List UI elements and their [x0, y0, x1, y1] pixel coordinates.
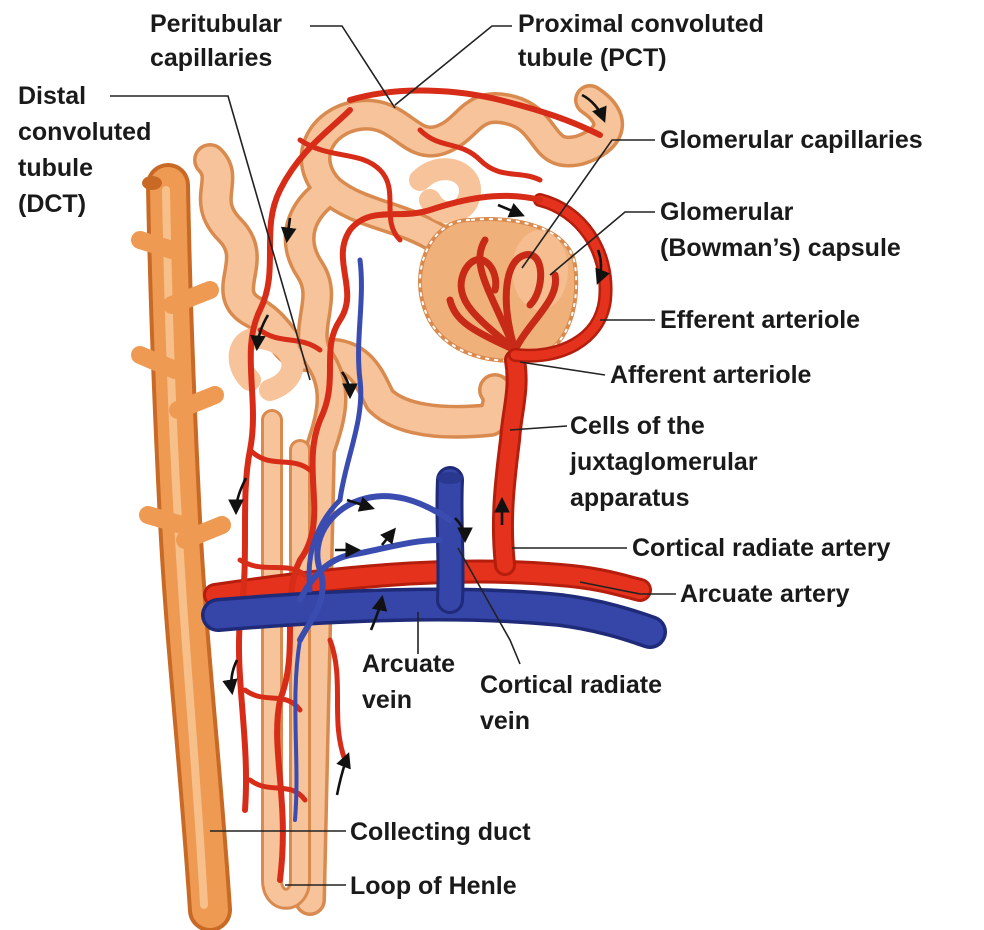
label-cortical-radiate-artery: Cortical radiate artery	[632, 534, 891, 562]
collecting-duct	[140, 176, 222, 910]
label-efferent-arteriole: Efferent arteriole	[660, 306, 860, 334]
label-distal-convoluted-tubule: Distal convoluted tubule (DCT)	[18, 82, 158, 218]
label-arcuate-artery: Arcuate artery	[680, 580, 850, 608]
labels: Peritubular capillaries Proximal convolu…	[18, 10, 923, 900]
label-afferent-arteriole: Afferent arteriole	[610, 361, 812, 389]
label-collecting-duct: Collecting duct	[350, 818, 531, 846]
label-cortical-radiate-vein: Cortical radiate vein	[480, 671, 669, 735]
label-peritubular-capillaries: Peritubular capillaries	[150, 10, 289, 72]
label-arcuate-vein: Arcuate vein	[362, 650, 462, 714]
label-juxtaglomerular-cells: Cells of the juxtaglomerular apparatus	[569, 412, 765, 512]
label-glomerular-capsule: Glomerular (Bowman’s) capsule	[660, 198, 901, 262]
label-proximal-convoluted-tubule: Proximal convoluted tubule (PCT)	[518, 10, 771, 72]
label-loop-of-henle: Loop of Henle	[350, 872, 517, 900]
label-glomerular-capillaries: Glomerular capillaries	[660, 126, 923, 154]
